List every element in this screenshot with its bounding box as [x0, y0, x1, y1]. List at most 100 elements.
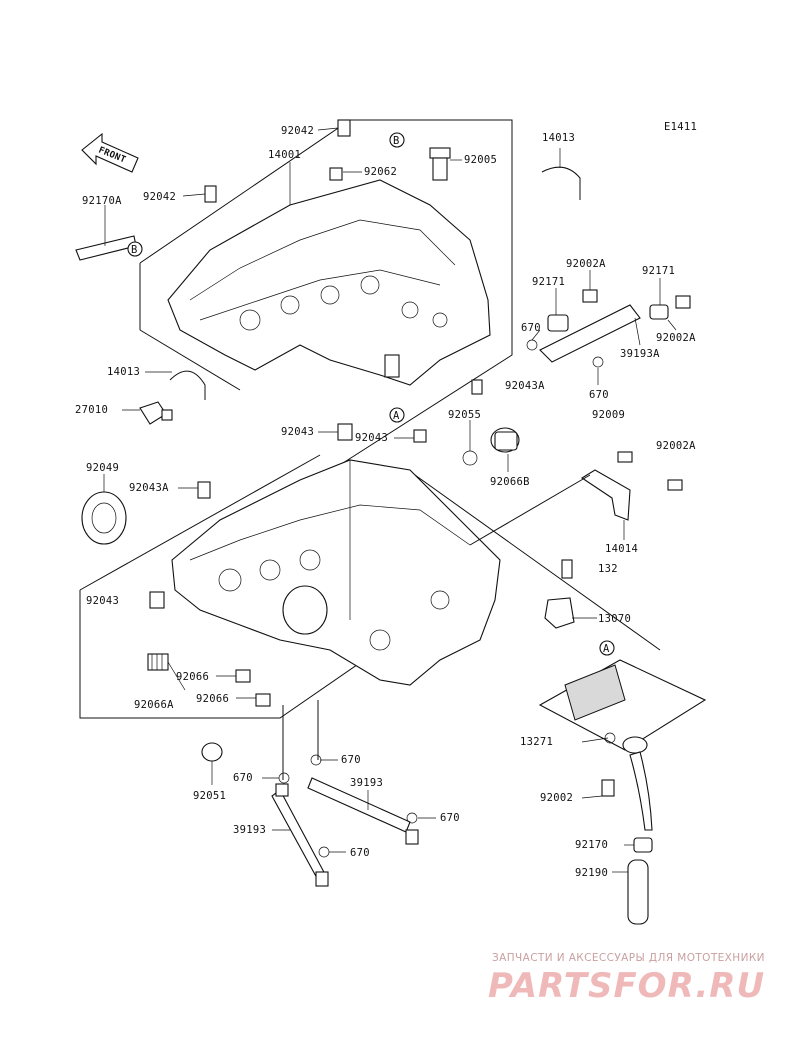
upper-case-frame [139, 119, 513, 471]
upper-crankcase-shape [167, 179, 491, 386]
label-92190: 92190 [575, 867, 608, 879]
front-arrow-icon: FRONT [81, 132, 139, 173]
oil-seal-shape [81, 491, 127, 545]
label-14001: 14001 [268, 149, 301, 161]
pipe-end-shape [315, 871, 329, 887]
bolt-shape [561, 559, 573, 579]
plug-shape [429, 147, 451, 181]
ref-circle-b [389, 132, 405, 148]
o-ring-shape [462, 450, 478, 466]
oil-pipe-shape [271, 789, 327, 881]
o-ring-shape [318, 846, 330, 858]
label-27010: 27010 [75, 404, 108, 416]
oil-nozzle-shape [544, 597, 575, 629]
oil-filter-plug-shape [490, 427, 520, 453]
label-92066: 92066 [176, 671, 209, 683]
svg-text:A: A [393, 410, 400, 422]
bolt-shape [617, 451, 633, 463]
o-ring-shape [526, 339, 538, 351]
label-92005: 92005 [464, 154, 497, 166]
label-92051: 92051 [193, 790, 226, 802]
clip-shape [169, 370, 206, 400]
watermark-tagline: ЗАПЧАСТИ И АКСЕССУАРЫ ДЛЯ МОТОТЕХНИКИ [492, 952, 765, 964]
plug-shape [235, 669, 251, 683]
label-670: 670 [589, 389, 609, 401]
label-92042: 92042 [281, 125, 314, 137]
bolt-shape [675, 295, 691, 309]
ref-circle-b [127, 241, 143, 257]
washer-shape [201, 742, 223, 762]
label-92002: 92002 [540, 792, 573, 804]
ref-circle-a [599, 640, 615, 656]
bracket-shape [547, 314, 569, 332]
diagram-code: E1411 [664, 121, 697, 133]
dowel-pin-shape [471, 379, 483, 395]
wrench-shape [75, 235, 137, 261]
label-92170: 92170 [575, 839, 608, 851]
svg-text:B: B [131, 244, 138, 256]
dowel-pin-shape [204, 185, 217, 203]
dowel-pin-shape [149, 591, 165, 609]
svg-text:B: B [393, 135, 400, 147]
label-92055: 92055 [448, 409, 481, 421]
label-92043a: 92043A [129, 482, 169, 494]
label-14013: 14013 [107, 366, 140, 378]
label-39193a: 39193A [620, 348, 660, 360]
o-ring-shape [406, 812, 418, 824]
dowel-pin-shape [337, 423, 353, 441]
plug-shape [255, 693, 271, 707]
bolt-shape [582, 289, 598, 303]
svg-text:A: A [603, 643, 610, 655]
oil-pipe-shape [629, 751, 653, 831]
label-92002a: 92002A [656, 332, 696, 344]
label-670: 670 [521, 322, 541, 334]
watermark-logo: PARTSFOR.RU [488, 966, 766, 1006]
label-92062: 92062 [364, 166, 397, 178]
oil-seal-clip-shape [541, 166, 581, 200]
clamp-shape [633, 837, 653, 853]
label-92002a: 92002A [656, 440, 696, 452]
o-ring-shape [278, 772, 290, 784]
label-92066a: 92066A [134, 699, 174, 711]
label-39193: 39193 [233, 824, 266, 836]
o-ring-shape [310, 754, 322, 766]
label-92170a: 92170A [82, 195, 122, 207]
label-92066b: 92066B [490, 476, 530, 488]
hose-shape [627, 859, 649, 925]
label-670: 670 [350, 847, 370, 859]
label-670: 670 [233, 772, 253, 784]
label-132: 132 [598, 563, 618, 575]
label-670: 670 [440, 812, 460, 824]
pipe-end-shape [405, 829, 419, 845]
label-13070: 13070 [598, 613, 631, 625]
label-92043: 92043 [355, 432, 388, 444]
dowel-pin-shape [337, 119, 351, 137]
label-14013: 14013 [542, 132, 575, 144]
label-13271: 13271 [520, 736, 553, 748]
label-92043: 92043 [86, 595, 119, 607]
lower-crankcase-shape [171, 459, 501, 686]
breather-plate-shape [580, 469, 631, 521]
leader-lines [103, 127, 677, 873]
ref-circle-a [389, 407, 405, 423]
bolt-shape [601, 779, 615, 797]
label-670: 670 [341, 754, 361, 766]
pipe-end-shape [275, 783, 289, 797]
bracket-shape [649, 304, 669, 320]
bolt-shape [667, 479, 683, 491]
label-92042: 92042 [143, 191, 176, 203]
label-92009: 92009 [592, 409, 625, 421]
o-ring-shape [592, 356, 604, 368]
baffle-plate-shape [538, 659, 707, 754]
stud-shape [329, 167, 343, 181]
dowel-pin-shape [413, 429, 427, 443]
label-92066: 92066 [196, 693, 229, 705]
label-92049: 92049 [86, 462, 119, 474]
label-92043: 92043 [281, 426, 314, 438]
label-92043a: 92043A [505, 380, 545, 392]
label-14014: 14014 [605, 543, 638, 555]
spring-plug-shape [147, 653, 169, 671]
label-92171: 92171 [642, 265, 675, 277]
label-92002a: 92002A [566, 258, 606, 270]
